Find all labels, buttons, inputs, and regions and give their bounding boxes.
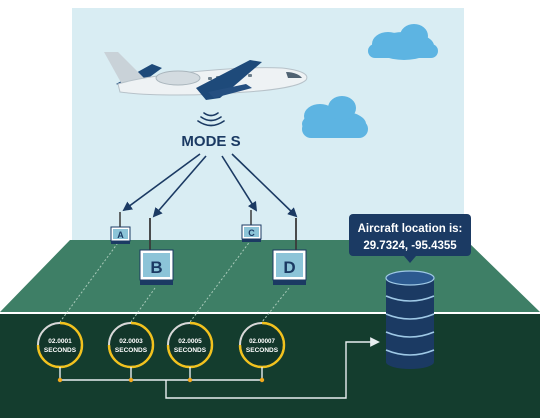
receiver-a-label: A [117,230,124,240]
connector-nodes [57,377,265,383]
radio-wave-icon [197,112,225,127]
timer-0-unit: SECONDS [44,347,77,354]
receiver-d: D [272,218,307,285]
timer-1-unit: SECONDS [115,347,148,354]
cloud-icon [302,96,368,138]
timer-3-unit: SECONDS [246,347,279,354]
timer-1-time: 02.0003 [119,338,143,345]
timer-2-time: 02.0005 [178,338,202,345]
receiver-a: A [110,212,131,244]
cloud-icon [368,24,438,60]
database-icon [385,270,435,369]
timer-1: 02.0003 SECONDS [107,321,155,369]
timer-0-time: 02.0001 [48,338,72,345]
receiver-d-label: D [283,258,295,277]
receiver-c: C [241,210,262,242]
location-title: Aircraft location is: [358,223,463,235]
timer-2-unit: SECONDS [174,347,207,354]
timer-2: 02.0005 SECONDS [166,321,214,369]
timer-3-time: 02.00007 [249,338,275,345]
signal-label: MODE S [181,133,240,150]
receiver-c-label: C [248,228,255,238]
timer-0: 02.0001 SECONDS [36,321,84,369]
airplane-icon [104,52,308,100]
receiver-b-label: B [150,258,162,277]
signal-arrows [122,153,298,218]
timer-3: 02.00007 SECONDS [238,321,286,369]
location-coords: 29.7324, -95.4355 [363,240,457,252]
location-callout: Aircraft location is: 29.7324, -95.4355 [349,214,471,263]
receiver-drop-lines [59,239,290,323]
receiver-b: B [139,218,174,285]
